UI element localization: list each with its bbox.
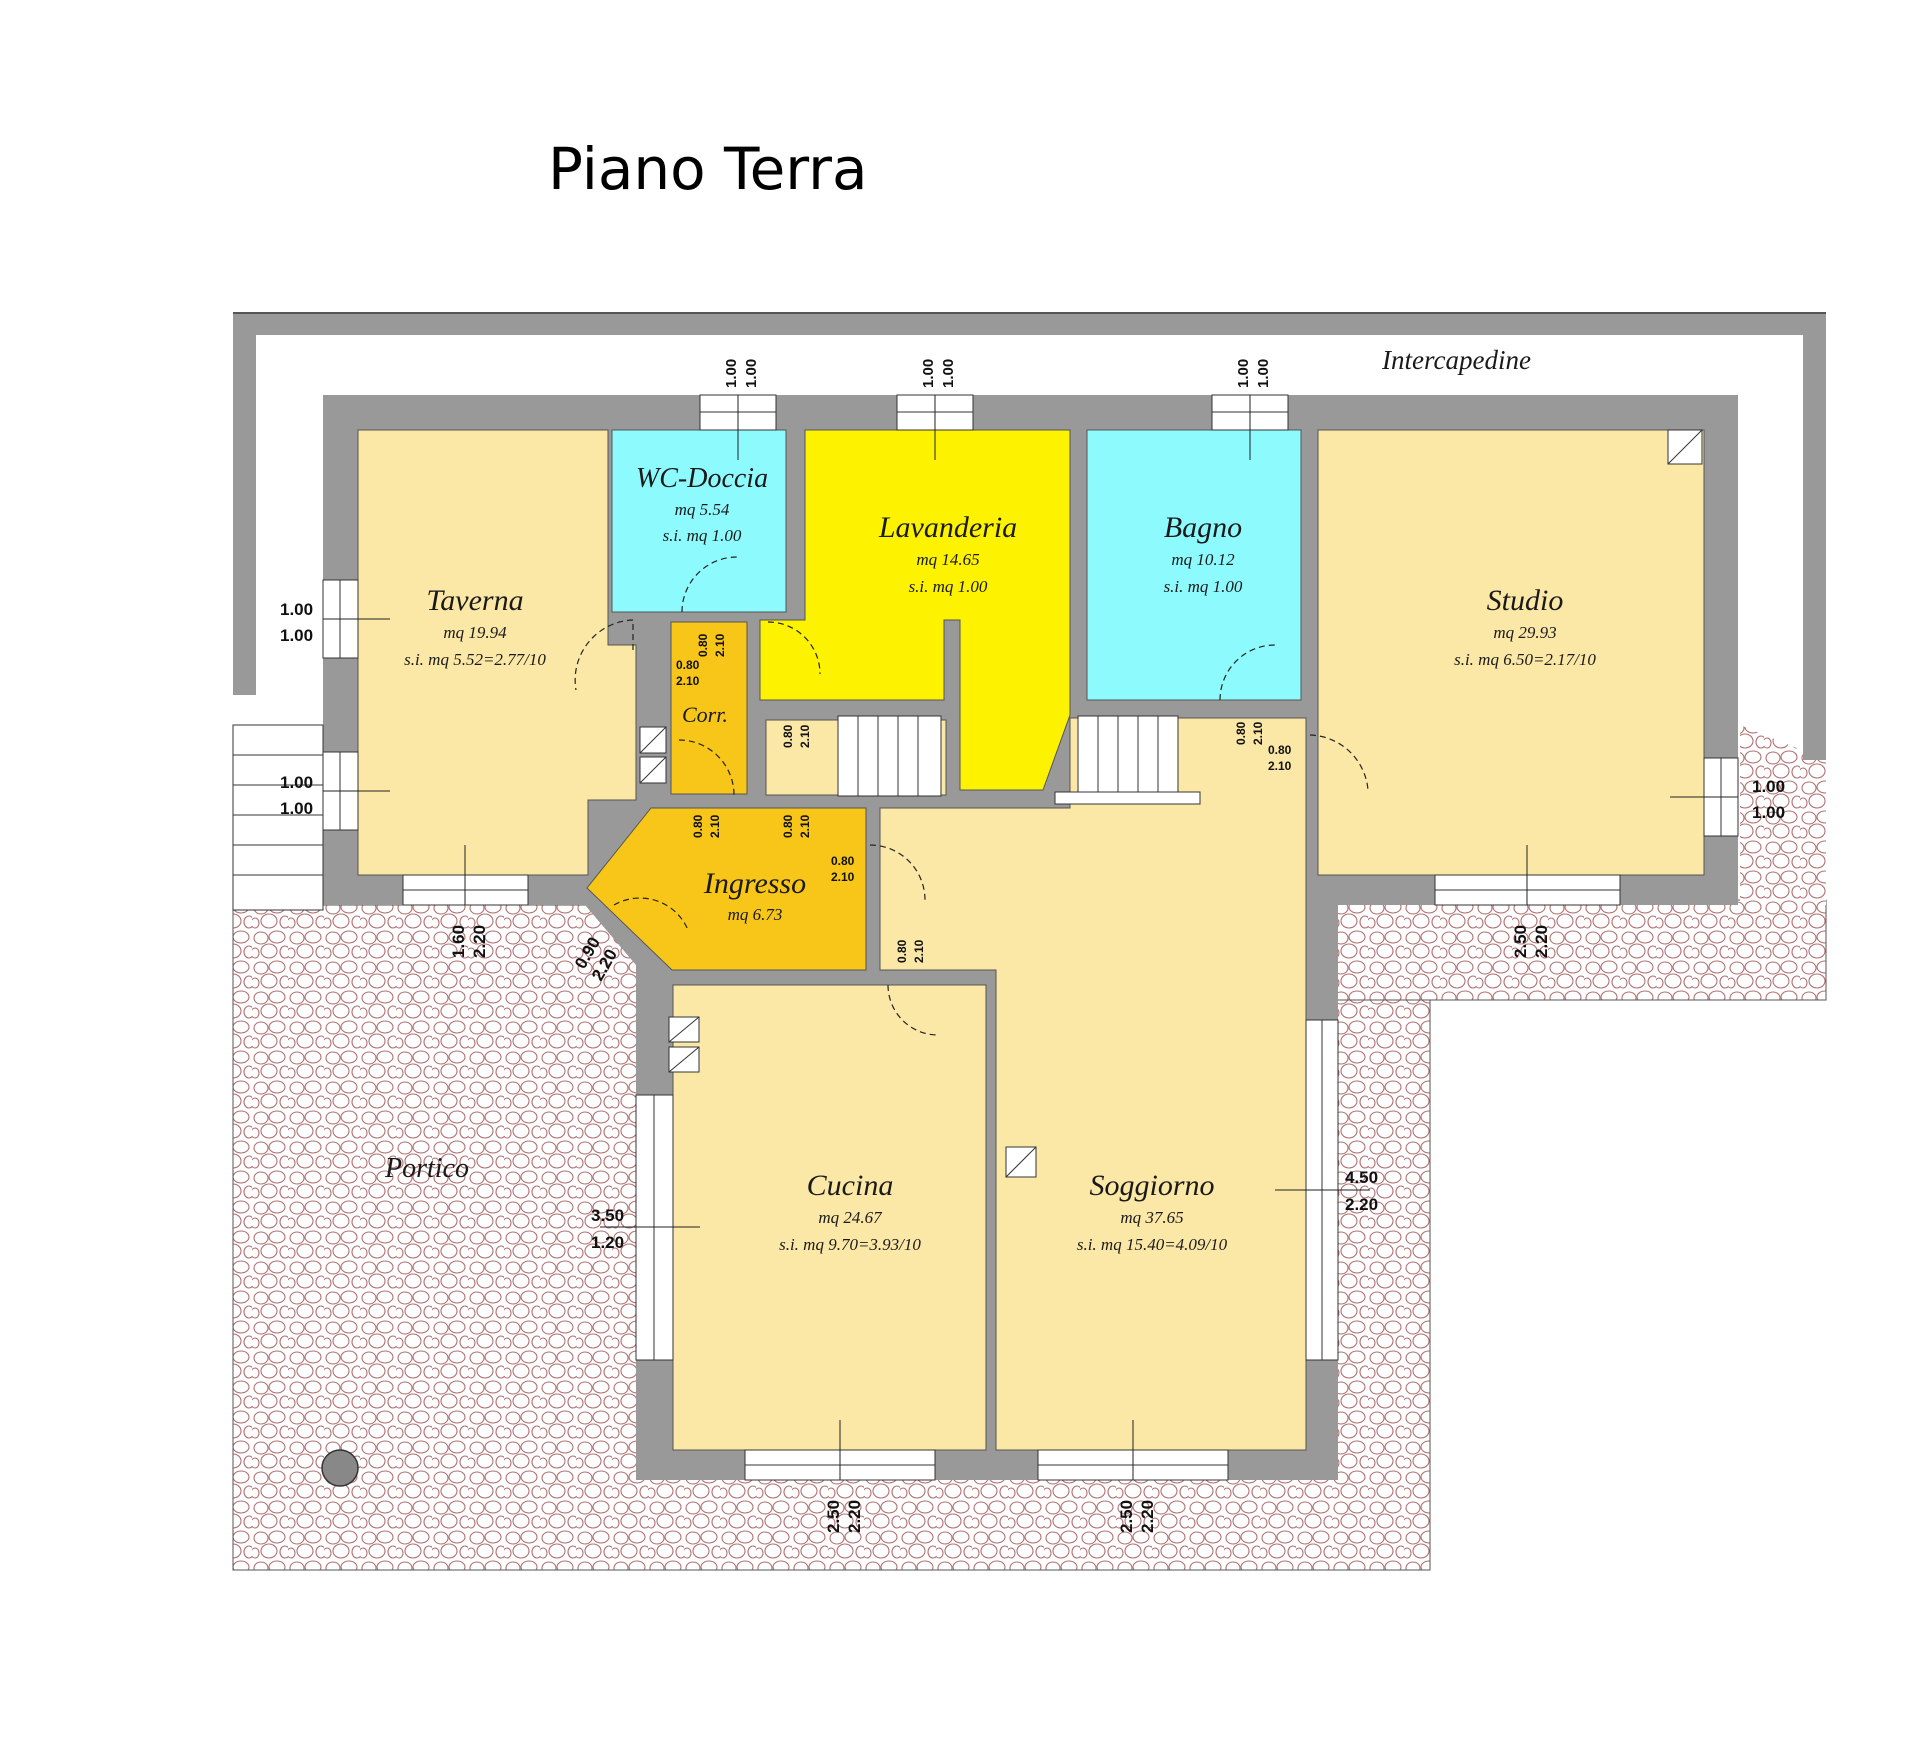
room-studio (1317, 429, 1705, 876)
room-name-taverna: Taverna (426, 584, 523, 617)
dim-window-bagno-h: 1.00 (1255, 359, 1272, 388)
dim-cucina-bottom-w: 2.50 (824, 1500, 843, 1533)
dim-door-studio-h: 2.10 (1268, 759, 1292, 773)
room-si-soggiorno: s.i. mq 15.40=4.09/10 (1077, 1235, 1228, 1254)
dim-taverna-bottom-h: 2.20 (470, 925, 489, 958)
dim-door-studio-w: 0.80 (1268, 743, 1292, 757)
label-intercapedine: Intercapedine (1381, 345, 1531, 375)
room-bagno (1086, 429, 1302, 701)
dim-door-taverna-w: 0.80 (676, 658, 700, 672)
room-area-bagno: mq 10.12 (1171, 550, 1235, 569)
dim-studio-bottom-w: 2.50 (1511, 925, 1530, 958)
dim-window-lav-w: 1.00 (920, 359, 937, 388)
dim-cucina-left-h: 1.20 (591, 1233, 624, 1252)
room-si-studio: s.i. mq 6.50=2.17/10 (1454, 650, 1596, 669)
room-si-lavanderia: s.i. mq 1.00 (909, 577, 988, 596)
labels: Intercapedine Portico Corr. WC-Doccia mq… (384, 345, 1596, 1254)
room-si-wc-doccia: s.i. mq 1.00 (663, 526, 742, 545)
room-name-cucina: Cucina (807, 1169, 894, 1202)
intercapedine-walls (233, 312, 1826, 760)
dim-cucina-left-w: 3.50 (591, 1206, 624, 1225)
label-corr: Corr. (682, 702, 728, 727)
dim-taverna-bottom-w: 1.60 (449, 925, 468, 958)
room-corridoio (670, 621, 748, 795)
dim-soggiorno-right-w: 4.50 (1345, 1168, 1378, 1187)
dim-studio-right-w: 1.00 (1752, 777, 1785, 796)
dim-door-corr-w: 0.80 (691, 814, 705, 838)
stairs (232, 715, 1201, 911)
dim-door-stair-w: 0.80 (781, 724, 795, 748)
dim-door-soggiorno-h: 2.10 (831, 870, 855, 884)
room-cucina (672, 984, 987, 1451)
door-swings (574, 556, 1369, 1036)
room-name-soggiorno: Soggiorno (1089, 1169, 1214, 1202)
room-area-studio: mq 29.93 (1493, 623, 1556, 642)
dim-door-taverna-h: 2.10 (676, 674, 700, 688)
dim-cucina-bottom-h: 2.20 (845, 1500, 864, 1533)
room-name-studio: Studio (1487, 584, 1564, 617)
dim-studio-right-h: 1.00 (1752, 803, 1785, 822)
dim-soggiorno-bottom-h: 2.20 (1138, 1500, 1157, 1533)
dim-door-cucina-h: 2.10 (912, 939, 926, 963)
dimension-texts: 1.00 1.00 1.00 1.00 1.00 1.00 1.00 1.00 … (280, 359, 1785, 1533)
room-si-cucina: s.i. mq 9.70=3.93/10 (779, 1235, 921, 1254)
dim-taverna-stair-h: 1.00 (280, 799, 313, 818)
room-soggiorno (879, 717, 1307, 1451)
label-portico: Portico (384, 1153, 469, 1184)
dimension-lines (323, 395, 1738, 1480)
dim-door-bagno-h: 2.10 (1251, 721, 1265, 745)
room-si-bagno: s.i. mq 1.00 (1164, 577, 1243, 596)
room-si-taverna: s.i. mq 5.52=2.77/10 (404, 650, 546, 669)
room-area-soggiorno: mq 37.65 (1120, 1208, 1183, 1227)
room-area-lavanderia: mq 14.65 (916, 550, 979, 569)
dim-door-ingresso-w: 0.80 (781, 814, 795, 838)
room-area-ingresso: mq 6.73 (728, 905, 783, 924)
dim-door-wc-w: 0.80 (696, 633, 710, 657)
dim-taverna-stair-w: 1.00 (280, 773, 313, 792)
room-name-lavanderia: Lavanderia (878, 511, 1017, 544)
room-name-wc-doccia: WC-Doccia (636, 463, 768, 494)
room-area-cucina: mq 24.67 (818, 1208, 883, 1227)
dim-soggiorno-bottom-w: 2.50 (1117, 1500, 1136, 1533)
room-ingresso (586, 807, 867, 971)
room-area-taverna: mq 19.94 (443, 623, 507, 642)
shafts (639, 429, 1703, 1178)
dim-taverna-left-w: 1.00 (280, 600, 313, 619)
dim-door-bagno-w: 0.80 (1234, 721, 1248, 745)
dim-door-corr-h: 2.10 (708, 814, 722, 838)
dim-studio-bottom-h: 2.20 (1532, 925, 1551, 958)
dim-window-bagno-w: 1.00 (1235, 359, 1252, 388)
dim-door-soggiorno-w: 0.80 (831, 854, 855, 868)
room-area-wc-doccia: mq 5.54 (675, 500, 730, 519)
dim-taverna-left-h: 1.00 (280, 626, 313, 645)
room-name-bagno: Bagno (1164, 511, 1242, 544)
portico-column (321, 1449, 359, 1487)
dim-soggiorno-right-h: 2.20 (1345, 1195, 1378, 1214)
dim-window-wc-w: 1.00 (723, 359, 740, 388)
room-lavanderia (759, 429, 1071, 791)
dim-door-stair-h: 2.10 (798, 724, 812, 748)
room-name-ingresso: Ingresso (703, 867, 806, 900)
dim-window-lav-h: 1.00 (940, 359, 957, 388)
dim-door-cucina-w: 0.80 (895, 939, 909, 963)
dim-window-wc-h: 1.00 (743, 359, 760, 388)
dim-door-ingresso-h: 2.10 (798, 814, 812, 838)
dim-door-wc-h: 2.10 (713, 633, 727, 657)
room-wc-doccia (611, 429, 787, 613)
page-title: Piano Terra (548, 135, 868, 203)
